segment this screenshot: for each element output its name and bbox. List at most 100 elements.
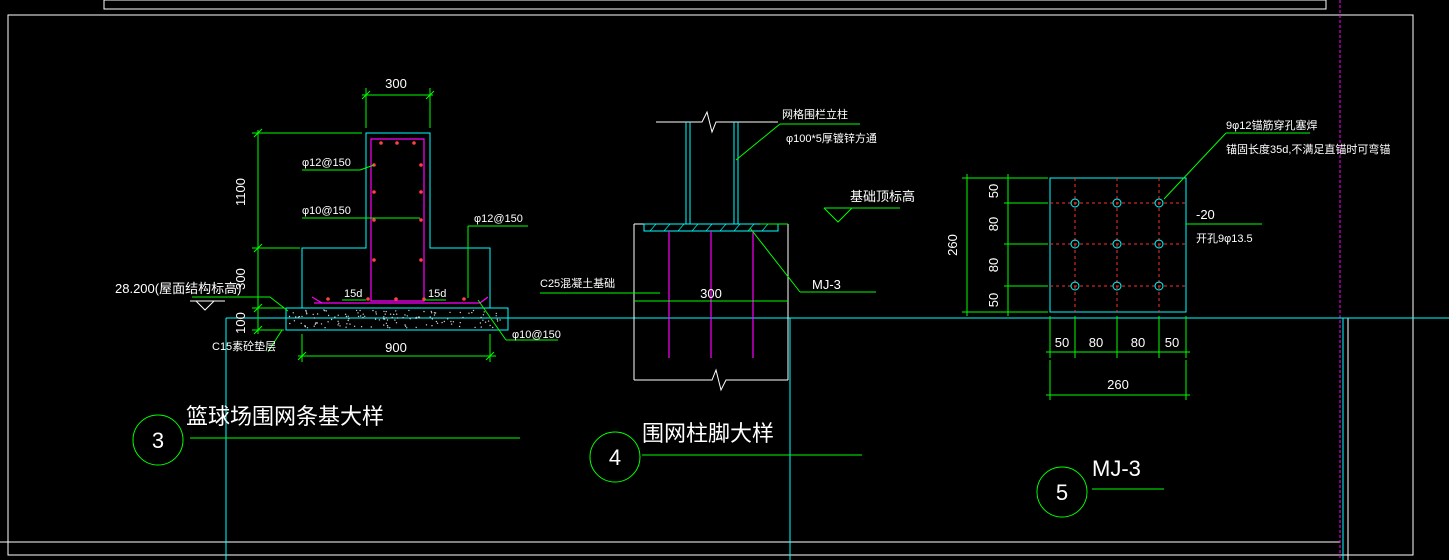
drawing-frames [0,0,1414,556]
cushion-speckle [404,324,406,326]
cushion-speckle [452,321,455,323]
cushion-speckle [306,327,309,329]
cushion-speckle [383,318,386,320]
cushion-speckle [447,318,449,320]
plate-grid-hidden-lines [1050,178,1186,312]
rebar-label-stem-1: φ12@150 [302,157,351,169]
cushion-speckle [312,313,314,316]
cushion-speckle [298,315,300,318]
cushion-speckle [482,314,485,316]
cushion-speckle [431,318,433,320]
elevation-symbol [190,300,225,311]
elevation-label: 28.200(屋面结构标高) [115,281,241,296]
cushion-speckle [402,316,404,319]
cushion-speckle [334,316,336,318]
post-tube [643,122,779,232]
cushion-speckle [415,317,417,320]
cushion-speckle [459,322,461,324]
cushion-speckle [305,310,307,312]
cushion-speckle [295,316,297,318]
cushion-speckle [346,323,348,325]
post-label: 网格围栏立柱 [782,107,848,121]
cushion-speckle [344,313,347,315]
plate-hatch [649,223,769,232]
cushion-speckle [372,309,374,312]
cushion-speckle [306,313,308,315]
cushion-speckle [360,326,363,328]
cushion-speckle [301,315,303,318]
cushion-speckle [482,319,484,321]
anchor-note-2: 锚固长度35d,不满足直锚时可弯锚 [1226,142,1390,156]
foundation-width: 300 [700,286,722,301]
post-spec: φ100*5厚镀锌方通 [786,131,877,145]
cushion-speckle [385,310,387,313]
cushion-speckle [327,321,329,323]
rebar-dots [326,141,466,301]
anchor-note-1: 9φ12锚筋穿孔塞焊 [1226,118,1318,132]
cushion-speckle [492,326,494,329]
cushion-speckle [345,326,347,328]
cushion-label: C15素砼垫层 [212,339,276,353]
cushion-speckle [436,322,439,324]
cushion-speckle [297,316,300,319]
cushion-speckle [325,310,328,312]
concrete-label: C25混凝土基础 [540,276,615,290]
cushion-speckle [293,320,296,322]
cushion-speckle [489,324,491,327]
cushion-speckle [458,325,461,328]
detail-5-number-circle [1036,466,1088,518]
detail-4-leaders [540,123,900,456]
detail-4-post-base: 4 围网柱脚大样 网格围栏立柱 φ100*5厚镀锌方通 基础顶标高 C25混凝土… [540,107,915,483]
cushion-speckle [386,319,389,321]
cushion-speckle [423,310,425,313]
cushion-speckle [417,316,420,318]
cushion-speckle [339,325,341,327]
cushion-speckle [395,322,398,324]
cushion-speckle [320,323,323,325]
dim-bottom-width: 900 [385,340,407,355]
cushion-speckle [487,320,490,322]
cushion-speckle [357,312,359,314]
cushion-speckle [434,312,437,314]
cushion-speckle [425,324,428,326]
cushion-speckle [383,310,385,313]
cushion-speckle [292,312,294,314]
cushion-speckle [383,316,385,318]
cushion-speckle [462,316,464,319]
cushion-speckle [406,315,408,317]
cushion-speckle [374,318,377,320]
cushion-speckle [313,317,315,319]
cushion-speckle [450,320,452,323]
cushion-speckle [362,313,364,315]
cushion-speckle [459,311,461,314]
cushion-speckle [353,325,356,327]
post-and-foundation [633,110,789,392]
cushion-speckle [347,315,349,317]
cushion-speckle [409,318,411,320]
cushion-speckle [359,309,361,312]
cushion-speckle [484,321,487,323]
cushion-speckle [430,310,432,313]
dim-vertical-d: 50 [986,293,1001,307]
cushion-speckle [389,327,391,329]
cushion-speckle [499,319,501,321]
cushion-speckle [364,315,366,317]
cushion-speckle [406,327,408,329]
rebar-label-right: φ12@150 [474,213,523,225]
cushion-speckle [450,323,453,325]
dim-horizontal-total: 260 [1107,377,1129,392]
cushion-speckle [316,322,318,324]
cushion-speckle [386,325,389,327]
cushion-speckle [387,326,389,329]
cushion-speckle [468,312,470,314]
dim-horizontal-a: 50 [1055,335,1069,350]
detail-5-dimensions [962,132,1310,490]
cushion-hatch [288,309,501,329]
cushion-layer [285,307,509,331]
anchor-bars [668,231,754,358]
cushion-speckle [391,316,393,319]
cushion-speckle [433,314,436,316]
cushion-speckle [345,315,348,318]
cushion-speckle [382,318,385,320]
cushion-speckle [324,327,326,329]
